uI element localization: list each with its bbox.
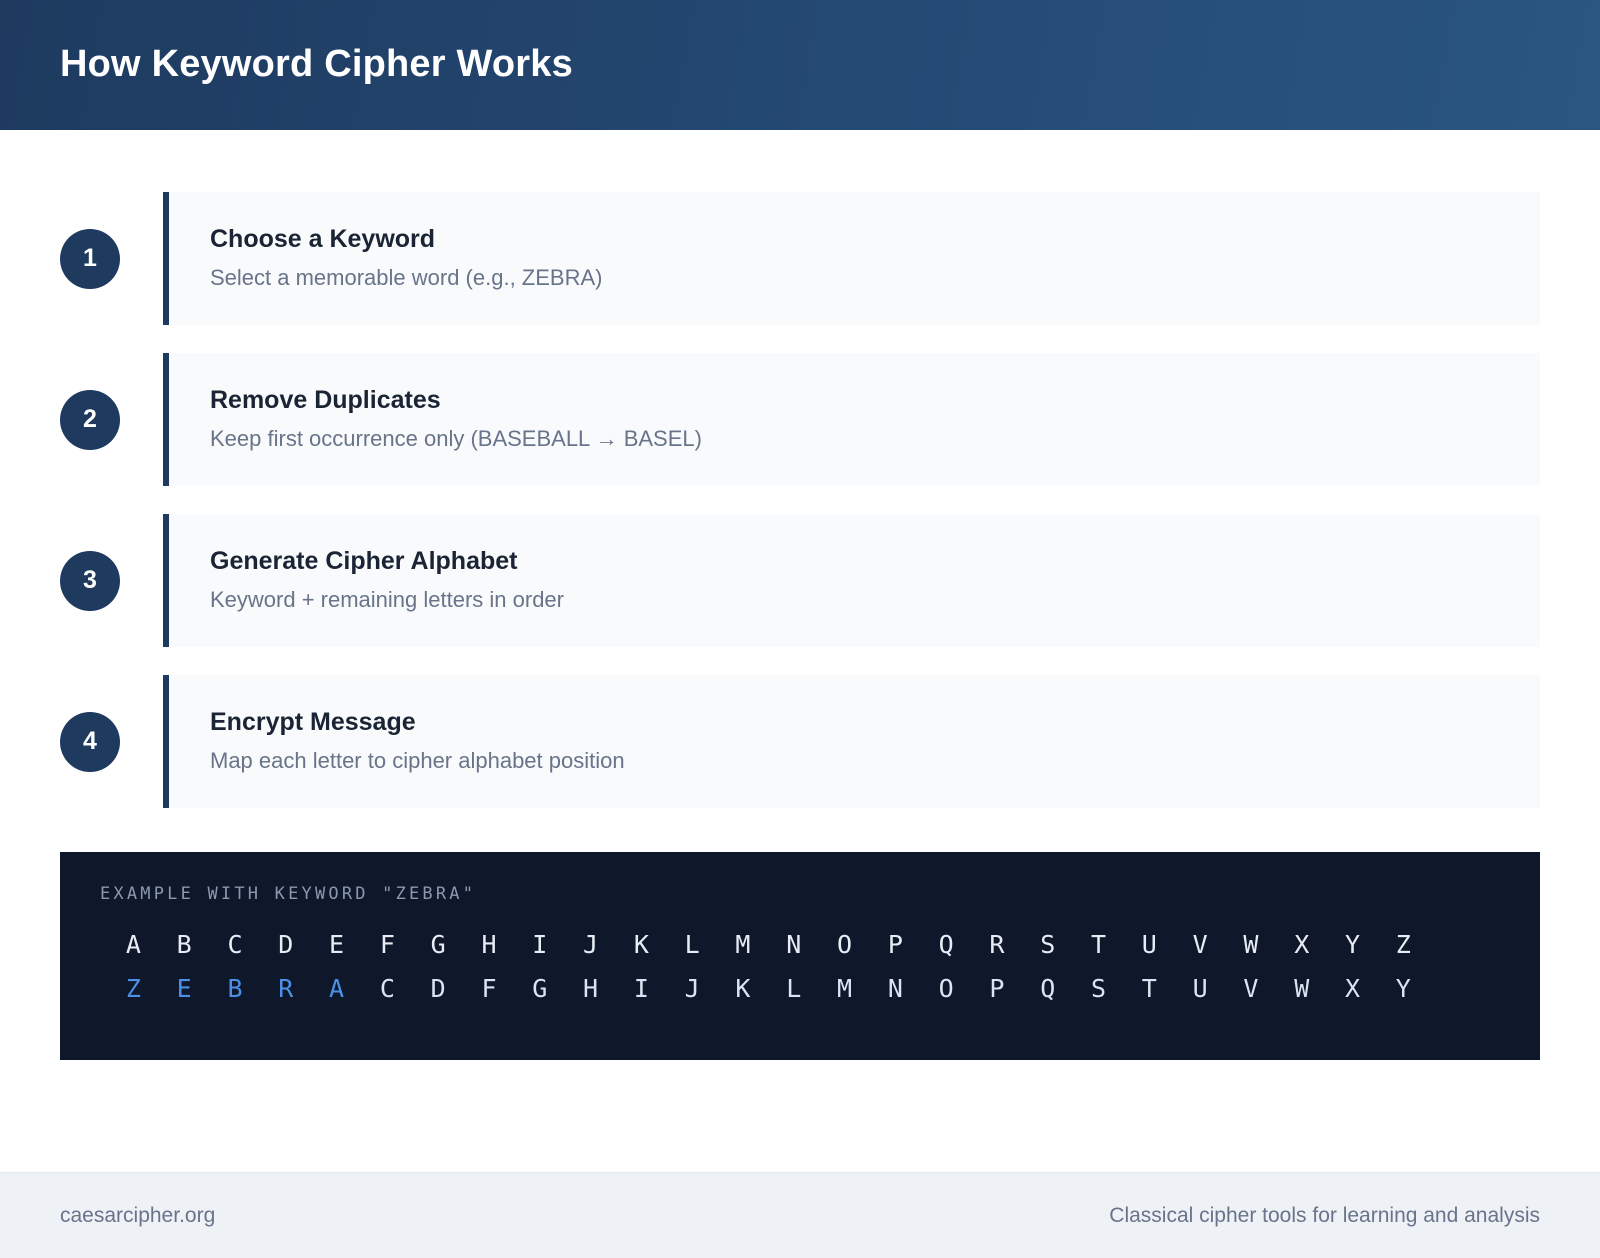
plain-alphabet-row: A B C D E F G H I J K L M N O P Q R S T U V W X Y Z <box>108 928 1500 962</box>
plain-letter-cell: W <box>1243 930 1259 959</box>
cipher-letter-cell: W <box>1294 974 1310 1003</box>
main-content: 1 Choose a Keyword Select a memorable wo… <box>0 130 1600 1172</box>
step-title: Choose a Keyword <box>210 225 436 254</box>
cipher-letter-cell: C <box>379 974 395 1003</box>
cipher-letter-cell: G <box>532 974 548 1003</box>
cipher-letter-cell: N <box>887 974 903 1003</box>
plain-letter-cell: M <box>735 930 751 959</box>
plain-letter-cell: S <box>1040 930 1056 959</box>
step-item: 2 Remove Duplicates Keep first occurrenc… <box>60 353 1540 486</box>
step-card: Generate Cipher Alphabet Keyword + remai… <box>163 514 1540 647</box>
cipher-letter-cell: V <box>1243 974 1259 1003</box>
plain-letter-cell: A <box>125 930 141 959</box>
plain-letter-cell: L <box>684 930 700 959</box>
plain-letter-cell: H <box>481 930 497 959</box>
step-number-badge: 1 <box>60 228 120 289</box>
plain-letter-cell: C <box>227 930 243 959</box>
footer-site-name: caesarcipher.org <box>60 1203 216 1227</box>
plain-letter-cell: Z <box>1395 930 1411 959</box>
step-item: 1 Choose a Keyword Select a memorable wo… <box>60 192 1540 325</box>
plain-letter-cell: N <box>786 930 802 959</box>
plain-letter-cell: X <box>1294 930 1310 959</box>
step-number-badge: 2 <box>60 389 120 450</box>
plain-letter-cell: D <box>278 930 294 959</box>
step-title: Encrypt Message <box>210 708 416 737</box>
cipher-letter-cell: L <box>786 974 802 1003</box>
plain-letter-cell: J <box>583 930 599 959</box>
cipher-letter-cell: Q <box>1040 974 1056 1003</box>
plain-letter-cell: G <box>430 930 446 959</box>
plain-letter-cell: B <box>176 930 192 959</box>
plain-letter-cell: E <box>329 930 345 959</box>
cipher-letter-cell: U <box>1192 974 1208 1003</box>
cipher-keyword-letter-cell: Z <box>125 974 141 1003</box>
cipher-letter-cell: P <box>989 974 1005 1003</box>
cipher-letter-cell: H <box>583 974 599 1003</box>
cipher-letter-cell: J <box>684 974 700 1003</box>
cipher-keyword-letter-cell: B <box>227 974 243 1003</box>
cipher-letter-cell: D <box>430 974 446 1003</box>
cipher-letter-cell: S <box>1091 974 1107 1003</box>
cipher-keyword-letter-cell: E <box>176 974 192 1003</box>
cipher-letter-cell: I <box>633 974 649 1003</box>
cipher-letter-cell: Y <box>1395 974 1411 1003</box>
cipher-letter-cell: T <box>1141 974 1157 1003</box>
step-card: Encrypt Message Map each letter to ciphe… <box>163 675 1540 808</box>
steps-list: 1 Choose a Keyword Select a memorable wo… <box>60 192 1540 808</box>
step-title: Remove Duplicates <box>210 386 441 415</box>
plain-letter-cell: V <box>1192 930 1208 959</box>
step-description: Map each letter to cipher alphabet posit… <box>210 748 625 774</box>
step-item: 4 Encrypt Message Map each letter to cip… <box>60 675 1540 808</box>
plain-letter-cell: O <box>837 930 853 959</box>
plain-letter-cell: R <box>989 930 1005 959</box>
step-card: Remove Duplicates Keep first occurrence … <box>163 353 1540 486</box>
cipher-letter-cell: X <box>1344 974 1361 1003</box>
page-footer: caesarcipher.org Classical cipher tools … <box>0 1172 1600 1258</box>
plain-letter-cell: Y <box>1344 930 1361 959</box>
page-title: How Keyword Cipher Works <box>60 43 573 86</box>
footer-tagline: Classical cipher tools for learning and … <box>1109 1203 1540 1227</box>
cipher-letter-cell: M <box>837 974 853 1003</box>
plain-letter-cell: K <box>633 930 649 959</box>
step-description: Select a memorable word (e.g., ZEBRA) <box>210 265 603 291</box>
step-number-badge: 3 <box>60 550 120 611</box>
plain-letter-cell: I <box>532 930 548 959</box>
plain-letter-cell: F <box>379 930 395 959</box>
page-header: How Keyword Cipher Works <box>0 0 1600 130</box>
step-description: Keyword + remaining letters in order <box>210 587 564 613</box>
step-item: 3 Generate Cipher Alphabet Keyword + rem… <box>60 514 1540 647</box>
cipher-letter-cell: K <box>735 974 751 1003</box>
plain-letter-cell: P <box>887 930 903 959</box>
step-card: Choose a Keyword Select a memorable word… <box>163 192 1540 325</box>
plain-letter-cell: Q <box>938 930 954 959</box>
step-number-badge: 4 <box>60 711 120 772</box>
cipher-keyword-letter-cell: R <box>278 974 294 1003</box>
step-title: Generate Cipher Alphabet <box>210 547 518 576</box>
cipher-letter-cell: F <box>481 974 497 1003</box>
example-label: EXAMPLE WITH KEYWORD "ZEBRA" <box>100 884 477 904</box>
cipher-letter-cell: O <box>938 974 954 1003</box>
step-description: Keep first occurrence only (BASEBALL → B… <box>210 426 702 452</box>
plain-letter-cell: U <box>1141 930 1157 959</box>
cipher-keyword-letter-cell: A <box>329 974 345 1003</box>
plain-letter-cell: T <box>1091 930 1107 959</box>
